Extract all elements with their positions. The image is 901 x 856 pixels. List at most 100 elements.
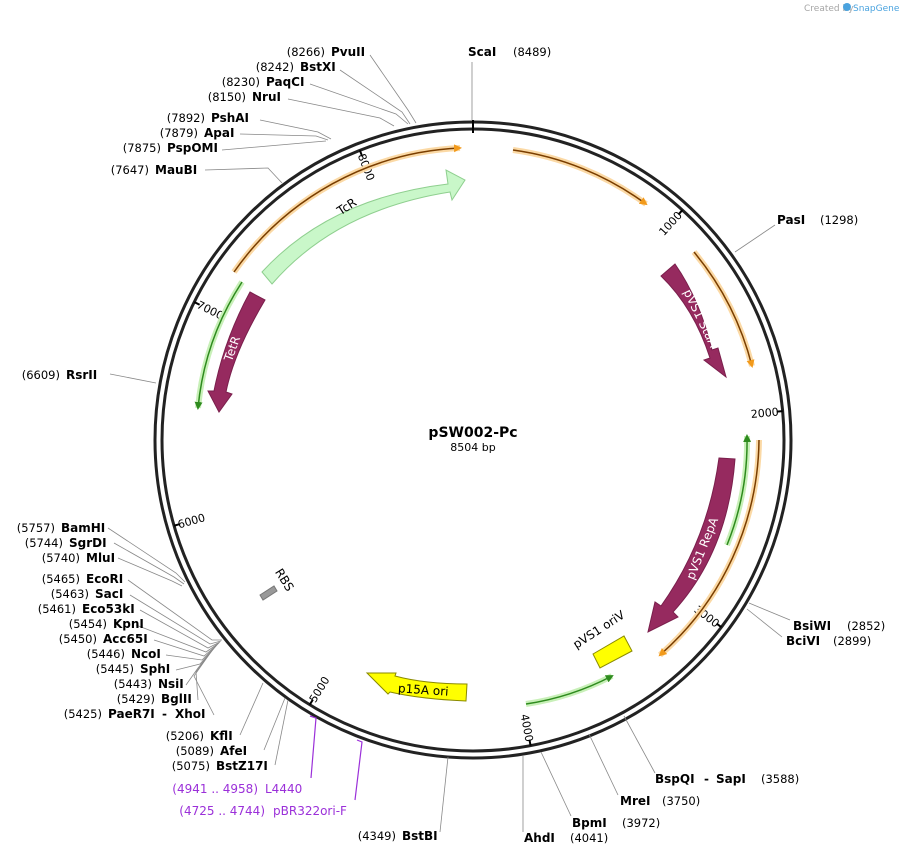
site-pos-bstxi: (8242) (256, 60, 294, 74)
orf-arc-3 (658, 439, 760, 657)
feature-p15a-ori[interactable] (365, 672, 468, 702)
site-name-bcivi[interactable]: BciVI (786, 634, 820, 648)
site-name-ecori[interactable]: EcoRI (86, 572, 123, 586)
site-name-eco53ki[interactable]: Eco53kI (82, 602, 135, 616)
green-arc-halo-2 (525, 673, 614, 707)
feature-tetr[interactable] (207, 291, 266, 413)
site-name-bstxi[interactable]: BstXI (300, 60, 336, 74)
credit-brand: SnapGene (853, 4, 900, 14)
orf-arc-4 (233, 144, 462, 273)
site-pos-bcivi: (2899) (833, 634, 871, 648)
site-name-kfli[interactable]: KflI (210, 729, 233, 743)
tick-mark-5000 (308, 699, 314, 706)
tick-mark-3000 (715, 622, 722, 628)
site-name-sgrdi[interactable]: SgrDI (69, 536, 107, 550)
primer-name-l4440[interactable]: L4440 (265, 782, 302, 796)
orf-arc-halo-1 (512, 147, 648, 207)
site-name-bsiwi[interactable]: BsiWI (793, 619, 831, 633)
site-name-apai[interactable]: ApaI (204, 126, 234, 140)
plasmid-name: pSW002-Pc (428, 425, 517, 441)
site-name-saci[interactable]: SacI (95, 587, 123, 601)
site-name-bspqi[interactable]: BspQI (655, 772, 695, 786)
site-pos-saci: (5463) (51, 587, 89, 601)
site-pos-nrui: (8150) (208, 90, 246, 104)
site-pos-bglii: (5429) (117, 692, 155, 706)
site-pos-bsiwi: (2852) (847, 619, 885, 633)
site-name-rsrii[interactable]: RsrII (66, 368, 97, 382)
tick-label-6000: 6000 (176, 511, 206, 531)
site-name-nrui[interactable]: NruI (252, 90, 281, 104)
site-name-kpni[interactable]: KpnI (113, 617, 144, 631)
site-pos-rsrii: (6609) (22, 368, 60, 382)
site-pos-eco53ki: (5461) (38, 602, 76, 616)
feature-pvs1-staa[interactable] (660, 263, 727, 379)
site-pos-pvuii: (8266) (287, 45, 325, 59)
site-name-bglii[interactable]: BglII (161, 692, 192, 706)
site-name-mlui[interactable]: MluI (86, 551, 115, 565)
site-name-paer7i[interactable]: PaeR7I (108, 707, 155, 721)
primer-mark-pbr322ori-f (354, 739, 363, 801)
tick-mark-7000 (193, 301, 201, 306)
tick-mark-6000 (173, 523, 181, 527)
site-pos-sgrdi: (5744) (25, 536, 63, 550)
site-pos-acc65i: (5450) (59, 632, 97, 646)
site-pos-mlui: (5740) (42, 551, 80, 565)
site-name-nsii[interactable]: NsiI (158, 677, 184, 691)
primer-range-l4440: (4941 .. 4958) (172, 782, 258, 796)
tick-mark-8000 (358, 149, 363, 157)
site-pos-mrei: (3750) (662, 794, 700, 808)
site-name-ncoi[interactable]: NcoI (131, 647, 161, 661)
site-name-scai[interactable]: ScaI (468, 45, 496, 59)
feature-rbs[interactable] (259, 585, 278, 601)
site-name-afei[interactable]: AfeI (220, 744, 247, 758)
site-name-pasi[interactable]: PasI (777, 213, 805, 227)
site-pos-bstbi: (4349) (358, 829, 396, 843)
site-name-maubi[interactable]: MauBI (155, 163, 197, 177)
site-pos-nsii: (5443) (114, 677, 152, 691)
credit-prefix: Created by (804, 4, 854, 14)
primer-name-pbr322ori-f[interactable]: pBR322ori-F (273, 804, 347, 818)
green-arc-1 (726, 434, 752, 546)
feature-label-p15a-ori: p15A ori (398, 681, 449, 698)
primer-range-pbr322ori-f: (4725 .. 4744) (179, 804, 265, 818)
site-pos-pshai: (7892) (167, 111, 205, 125)
feature-pvs1-repa[interactable] (647, 457, 736, 633)
site-name-sphi[interactable]: SphI (140, 662, 170, 676)
site-name-pshai[interactable]: PshAI (211, 111, 249, 125)
site-pos-ecori: (5465) (42, 572, 80, 586)
site-pos-ncoi: (5446) (87, 647, 125, 661)
green-arc-2 (525, 675, 614, 705)
tick-mark-1000 (677, 209, 684, 216)
site-name-paqci[interactable]: PaqCI (266, 75, 304, 89)
site-name-sapi[interactable]: SapI (716, 772, 746, 786)
tick-mark-4000 (528, 739, 532, 746)
site-name-acc65i[interactable]: Acc65I (103, 632, 148, 646)
site-name-mrei[interactable]: MreI (620, 794, 650, 808)
restriction-sites: ScaI (8489) (8266) PvuII (8242) BstXI (8… (17, 45, 886, 845)
feature-pvs1-oriv[interactable] (592, 635, 633, 669)
site-pos-sphi: (5445) (96, 662, 134, 676)
site-pos-pspomi: (7875) (123, 141, 161, 155)
site-separator-bspqi-sapi: - (704, 772, 709, 786)
site-leader-lines (107, 54, 791, 833)
tick-label-2000: 2000 (750, 405, 779, 421)
site-name-ahdi[interactable]: AhdI (524, 831, 555, 845)
site-pos-ahdi: (4041) (570, 831, 608, 845)
site-name-pvuii[interactable]: PvuII (331, 45, 365, 59)
site-name-bpmi[interactable]: BpmI (572, 816, 607, 830)
green-arc-3 (194, 281, 243, 410)
site-name-bstbi[interactable]: BstBI (402, 829, 438, 843)
site-name-bstz17i[interactable]: BstZ17I (216, 759, 268, 773)
site-pos-bstz17i: (5075) (172, 759, 210, 773)
site-name-pspomi[interactable]: PspOMI (167, 141, 218, 155)
credit: Created by SnapGene (804, 3, 900, 14)
site-pos-bamhi: (5757) (17, 521, 55, 535)
orf-arc-2 (693, 251, 755, 368)
site-name-bamhi[interactable]: BamHI (61, 521, 105, 535)
site-pos-apai: (7879) (160, 126, 198, 140)
site-name-xhoi[interactable]: XhoI (175, 707, 206, 721)
feature-tcr[interactable] (261, 169, 466, 285)
site-pos-paqci: (8230) (222, 75, 260, 89)
site-pos-bpmi: (3972) (622, 816, 660, 830)
